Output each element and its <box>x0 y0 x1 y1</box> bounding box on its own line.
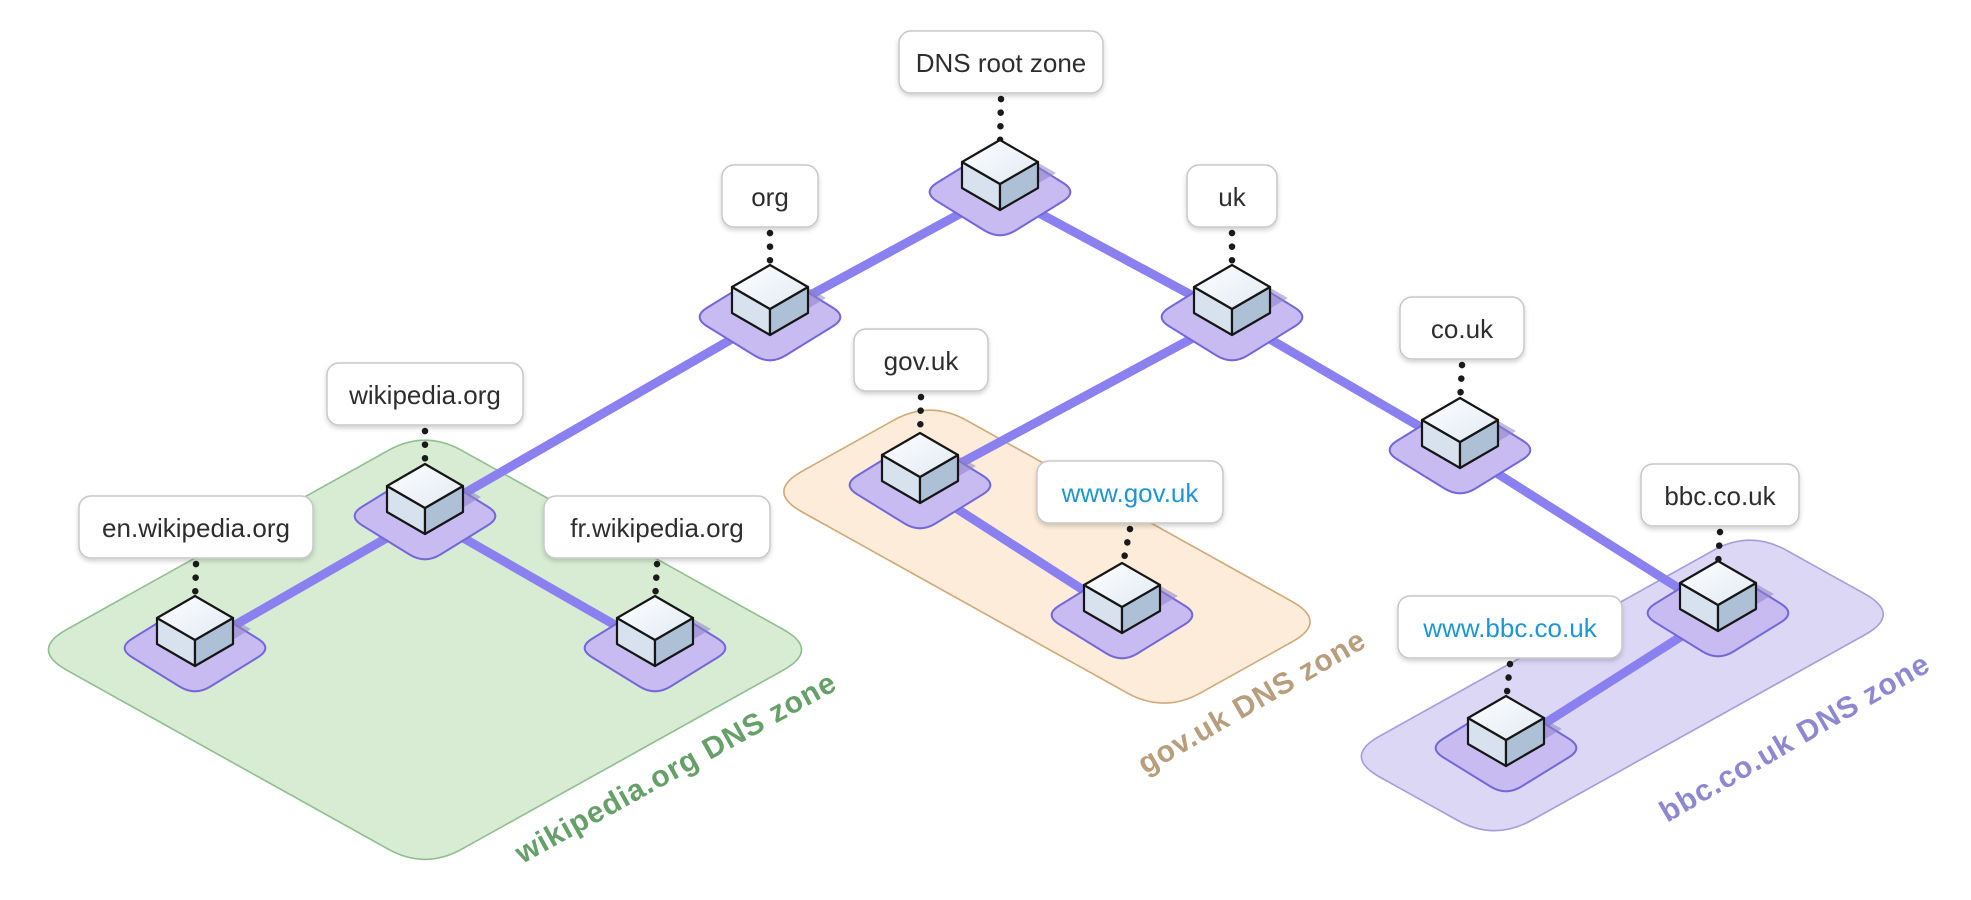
node-uk <box>1160 263 1304 362</box>
dotted-connector-root <box>996 95 1005 150</box>
label-text-bbc: bbc.co.uk <box>1664 481 1776 511</box>
label-text-gov: gov.uk <box>884 346 960 376</box>
server-top-face <box>730 263 810 311</box>
label-co: co.uk <box>1399 296 1525 360</box>
label-org: org <box>721 164 819 228</box>
label-text-en: en.wikipedia.org <box>102 513 290 543</box>
server-top-face <box>1082 561 1162 609</box>
server-icon-uk <box>1192 263 1288 337</box>
label-box-bbc <box>1640 463 1800 527</box>
server-icon-root <box>960 138 1056 212</box>
server-icon-wikipedia <box>385 462 481 536</box>
label-wikipedia: wikipedia.org <box>326 362 524 426</box>
label-bbc: bbc.co.uk <box>1640 463 1800 527</box>
label-text-uk: uk <box>1218 182 1246 212</box>
label-box-www-bbc <box>1397 595 1623 659</box>
server-icon-fr <box>615 594 711 668</box>
node-gov <box>848 431 992 530</box>
label-box-root <box>898 30 1104 94</box>
server-icon-www-bbc <box>1466 694 1562 768</box>
label-www-bbc: www.bbc.co.uk <box>1397 595 1623 659</box>
node-wikipedia <box>353 462 497 561</box>
label-www-gov: www.gov.uk <box>1036 460 1224 524</box>
zone-gov-uk-zone <box>783 409 1311 704</box>
server-top-face <box>615 594 695 642</box>
server-top-face <box>1192 263 1272 311</box>
label-text-www-bbc: www.bbc.co.uk <box>1422 613 1597 643</box>
server-icon-co <box>1420 396 1516 470</box>
node-www-bbc <box>1434 694 1578 793</box>
node-co <box>1388 396 1532 495</box>
node-www-gov <box>1050 561 1194 660</box>
node-en <box>123 594 267 693</box>
node-org <box>698 263 842 362</box>
label-box-www-gov <box>1036 460 1224 524</box>
server-top-face <box>1420 396 1500 444</box>
label-text-co: co.uk <box>1431 314 1494 344</box>
label-box-gov <box>853 328 989 392</box>
server-icon-org <box>730 263 826 337</box>
label-box-wikipedia <box>326 362 524 426</box>
label-en: en.wikipedia.org <box>78 495 314 559</box>
server-icon-gov <box>880 431 976 505</box>
server-top-face <box>880 431 960 479</box>
node-fr <box>583 594 727 693</box>
label-gov: gov.uk <box>853 328 989 392</box>
zone-bbc-co-uk-zone <box>1360 539 1884 832</box>
label-box-uk <box>1186 164 1278 228</box>
label-uk: uk <box>1186 164 1278 228</box>
label-root: DNS root zone <box>898 30 1104 94</box>
node-root <box>928 138 1072 237</box>
label-box-fr <box>543 495 771 559</box>
label-text-www-gov: www.gov.uk <box>1061 478 1200 508</box>
label-box-org <box>721 164 819 228</box>
server-top-face <box>385 462 465 510</box>
edge-uk-gov <box>915 312 1237 490</box>
edge-org-wikipedia <box>420 312 775 521</box>
server-icon-bbc <box>1678 559 1774 633</box>
server-top-face <box>1466 694 1546 742</box>
server-top-face <box>960 138 1040 186</box>
label-text-org: org <box>751 182 789 212</box>
server-top-face <box>155 594 235 642</box>
label-text-fr: fr.wikipedia.org <box>570 513 743 543</box>
label-text-wikipedia: wikipedia.org <box>348 380 501 410</box>
server-icon-en <box>155 594 251 668</box>
node-bbc <box>1646 559 1790 658</box>
server-top-face <box>1678 559 1758 607</box>
label-text-root: DNS root zone <box>916 48 1087 78</box>
label-fr: fr.wikipedia.org <box>543 495 771 559</box>
label-box-co <box>1399 296 1525 360</box>
edge-co-bbc <box>1455 445 1723 618</box>
label-box-en <box>78 495 314 559</box>
server-icon-www-gov <box>1082 561 1178 635</box>
